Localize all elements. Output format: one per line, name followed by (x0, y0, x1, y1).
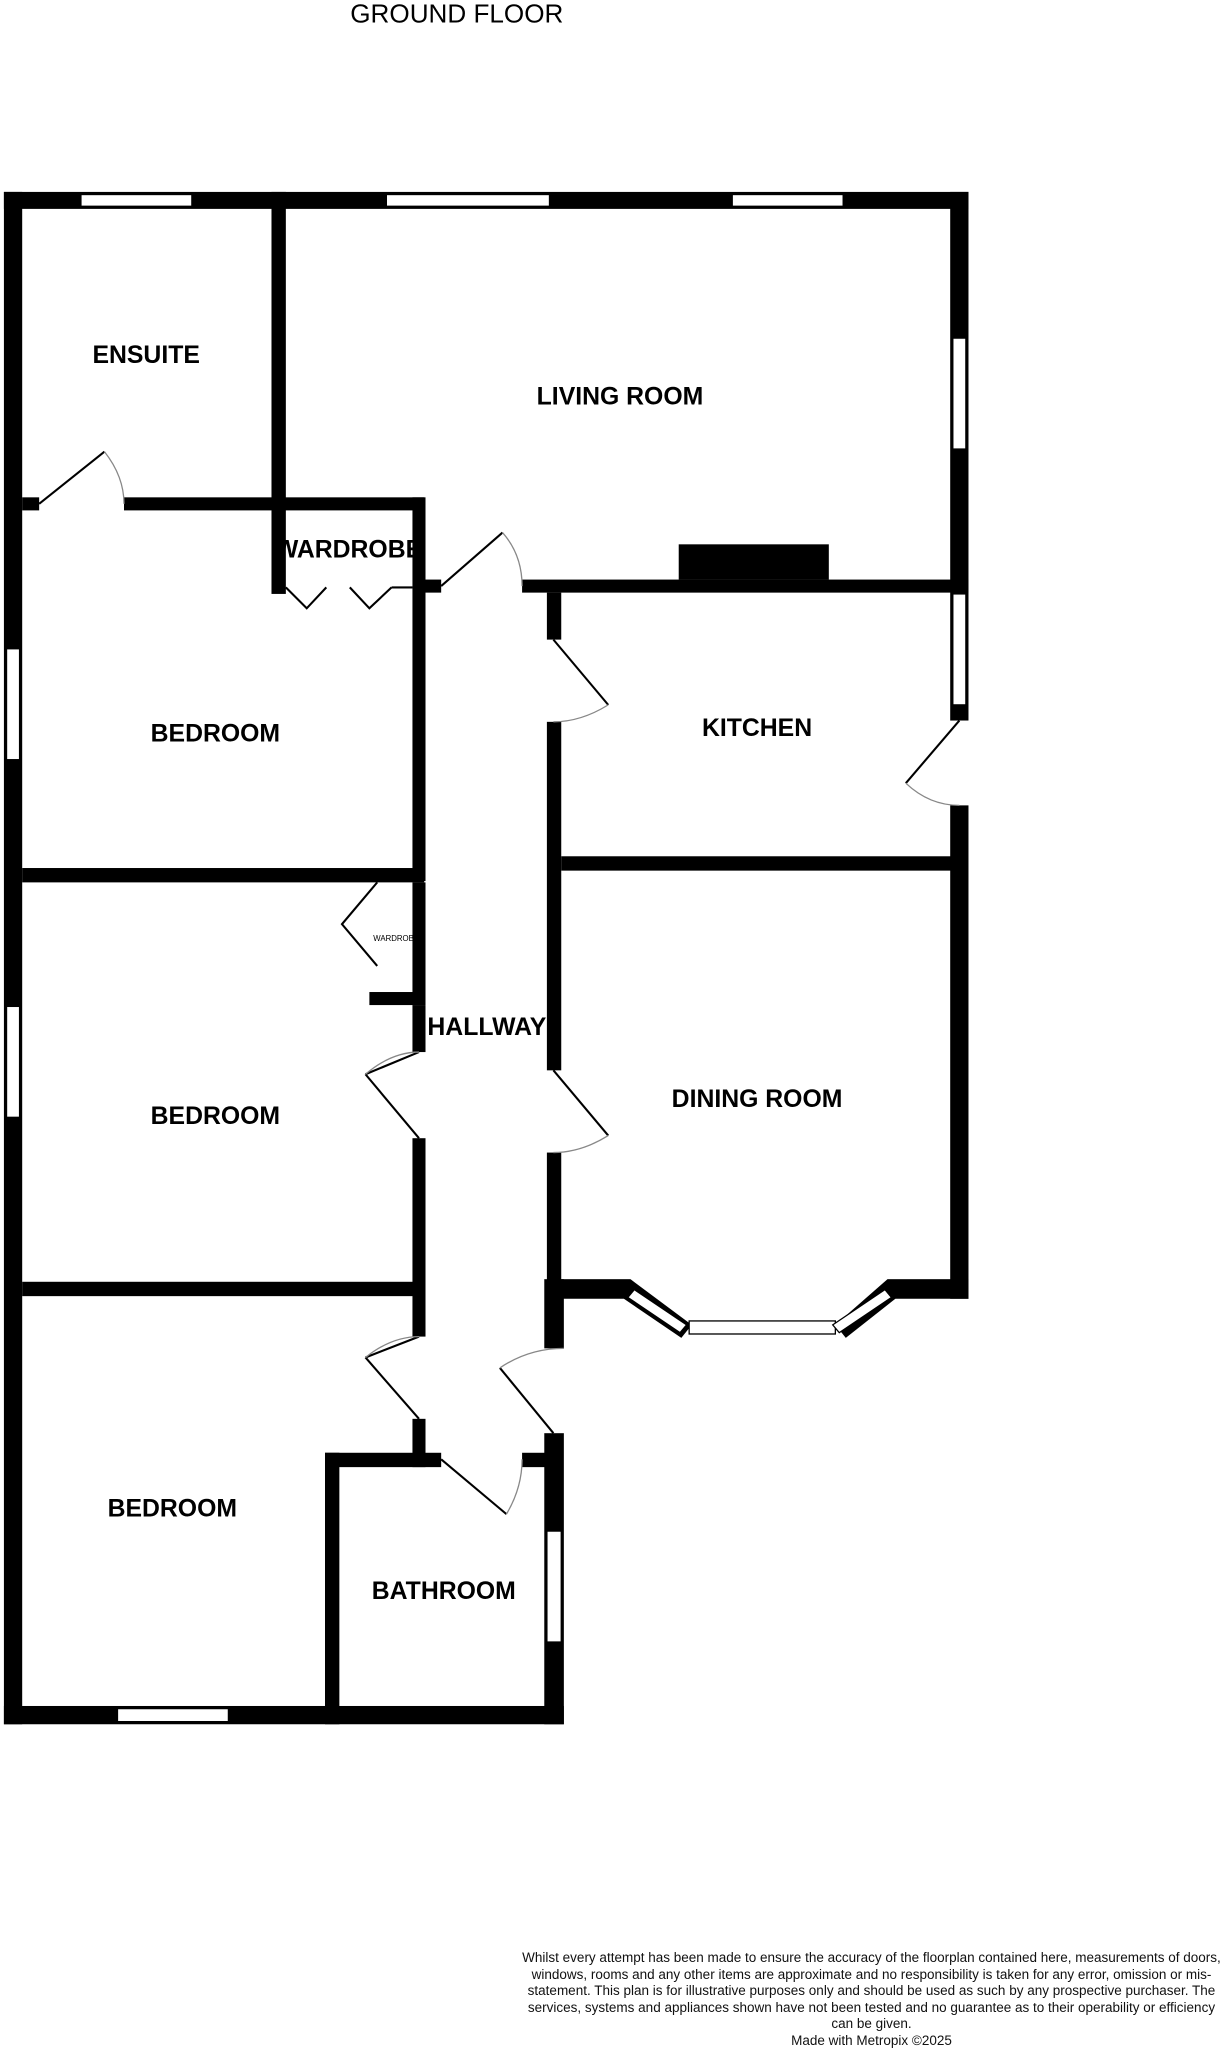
room-label-bathroom: BATHROOM (372, 1578, 516, 1605)
room-label-bedroom: BEDROOM (108, 1496, 237, 1523)
floor-title: GROUND FLOOR (350, 0, 563, 28)
disclaimer: Whilst every attempt has been made to en… (520, 1950, 1223, 2049)
room-label-living-room: LIVING ROOM (537, 384, 704, 411)
walls (4, 192, 969, 1724)
credit: Made with Metropix ©2025 (520, 2033, 1223, 2049)
windows (7, 195, 966, 1722)
room-label-hallway: HALLWAY (427, 1014, 546, 1041)
room-label-dining-room: DINING ROOM (672, 1086, 843, 1113)
room-label-wardrobe-small: WARDROBE (373, 934, 419, 943)
room-label-ensuite: ENSUITE (92, 342, 199, 369)
doors (39, 452, 959, 1514)
room-label-wardrobe: WARDROBE (275, 536, 422, 563)
room-label-bedroom: BEDROOM (151, 720, 280, 747)
room-label-kitchen: KITCHEN (702, 715, 812, 742)
room-label-bedroom: BEDROOM (151, 1103, 280, 1130)
disclaimer-text: Whilst every attempt has been made to en… (520, 1950, 1223, 2033)
